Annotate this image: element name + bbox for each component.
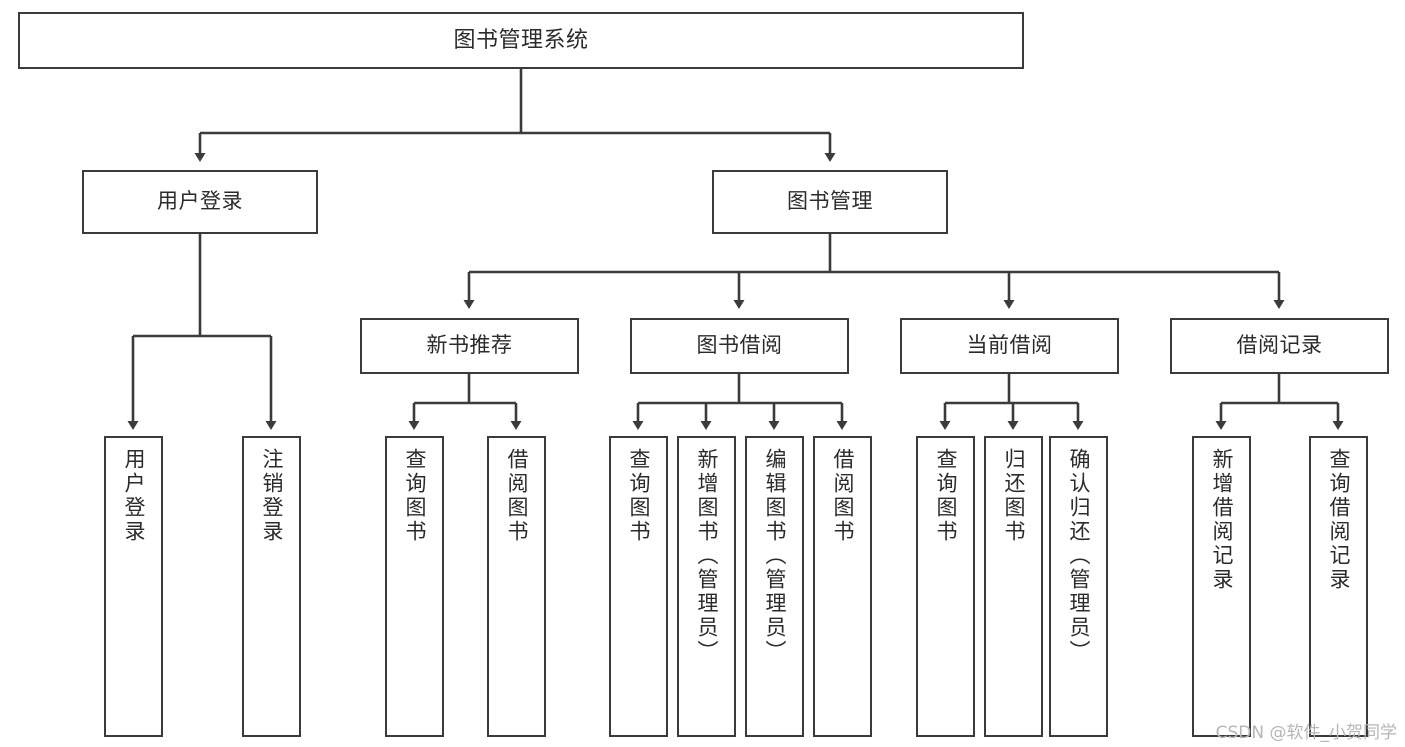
leaf-add-book[interactable]: 新增图书（管理员） bbox=[677, 436, 736, 737]
node-book-manage-label: 图书管理 bbox=[787, 189, 873, 214]
leaf-edit-book-label: 编辑图书（管理员） bbox=[763, 448, 787, 664]
leaf-add-book-label: 新增图书（管理员） bbox=[695, 448, 719, 664]
leaf-query-book-2-label: 查询图书 bbox=[627, 448, 651, 544]
node-user-login-label: 用户登录 bbox=[157, 189, 243, 214]
leaf-query-book-3[interactable]: 查询图书 bbox=[916, 436, 975, 737]
node-book-borrow-label: 图书借阅 bbox=[696, 333, 783, 358]
node-new-book-recommend[interactable]: 新书推荐 bbox=[360, 318, 579, 374]
node-new-book-recommend-label: 新书推荐 bbox=[426, 333, 513, 358]
leaf-query-record[interactable]: 查询借阅记录 bbox=[1309, 436, 1368, 737]
leaf-query-book-1[interactable]: 查询图书 bbox=[385, 436, 444, 737]
leaf-query-book-2[interactable]: 查询图书 bbox=[609, 436, 668, 737]
leaf-borrow-book-2[interactable]: 借阅图书 bbox=[813, 436, 872, 737]
leaf-query-book-3-label: 查询图书 bbox=[934, 448, 958, 544]
leaf-borrow-book-1-label: 借阅图书 bbox=[505, 448, 529, 544]
leaf-query-book-1-label: 查询图书 bbox=[403, 448, 427, 544]
node-root[interactable]: 图书管理系统 bbox=[18, 12, 1024, 69]
leaf-user-login[interactable]: 用户登录 bbox=[104, 436, 163, 737]
node-borrow-record[interactable]: 借阅记录 bbox=[1170, 318, 1389, 374]
node-root-label: 图书管理系统 bbox=[453, 27, 589, 53]
leaf-add-record-label: 新增借阅记录 bbox=[1210, 448, 1234, 592]
leaf-edit-book[interactable]: 编辑图书（管理员） bbox=[745, 436, 804, 737]
csdn-watermark: CSDN @软件_小贺同学 bbox=[1215, 723, 1397, 743]
leaf-return-book[interactable]: 归还图书 bbox=[984, 436, 1043, 737]
leaf-logout[interactable]: 注销登录 bbox=[242, 436, 301, 737]
leaf-confirm-return-label: 确认归还（管理员） bbox=[1067, 448, 1091, 664]
node-user-login[interactable]: 用户登录 bbox=[82, 170, 318, 234]
node-book-borrow[interactable]: 图书借阅 bbox=[630, 318, 849, 374]
leaf-borrow-book-2-label: 借阅图书 bbox=[831, 448, 855, 544]
node-borrow-record-label: 借阅记录 bbox=[1236, 333, 1323, 358]
leaf-return-book-label: 归还图书 bbox=[1002, 448, 1026, 544]
leaf-borrow-book-1[interactable]: 借阅图书 bbox=[487, 436, 546, 737]
node-current-borrow[interactable]: 当前借阅 bbox=[900, 318, 1119, 374]
leaf-add-record[interactable]: 新增借阅记录 bbox=[1192, 436, 1251, 737]
leaf-user-login-label: 用户登录 bbox=[122, 448, 146, 544]
node-current-borrow-label: 当前借阅 bbox=[966, 333, 1053, 358]
node-book-manage[interactable]: 图书管理 bbox=[712, 170, 948, 234]
leaf-confirm-return[interactable]: 确认归还（管理员） bbox=[1049, 436, 1108, 737]
leaf-query-record-label: 查询借阅记录 bbox=[1327, 448, 1351, 592]
leaf-logout-label: 注销登录 bbox=[260, 448, 284, 544]
